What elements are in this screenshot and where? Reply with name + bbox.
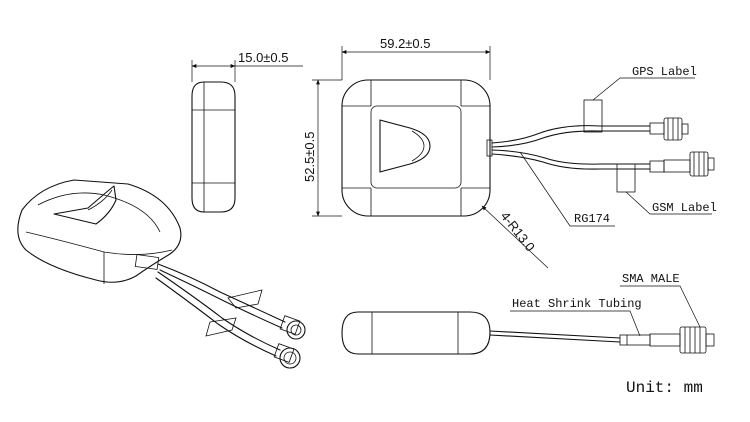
sma-callout: SMA MALE [620, 272, 701, 328]
gps-label-text: GPS Label [632, 65, 697, 79]
thickness-dimension: 15.0±0.5 [191, 50, 303, 82]
unit-note: Unit: mm [626, 379, 703, 397]
side-view [191, 81, 236, 213]
height-dimension: 52.5±0.5 [302, 79, 342, 217]
top-view [341, 79, 493, 217]
gsm-label-text: GSM Label [652, 201, 717, 215]
width-dimension: 59.2±0.5 [341, 36, 491, 80]
thickness-value: 15.0±0.5 [238, 50, 289, 65]
radius-value: 4-R13.0 [498, 209, 538, 255]
sma-text: SMA MALE [622, 272, 680, 286]
isometric-view [17, 179, 306, 369]
radius-callout: 4-R13.0 [481, 205, 549, 269]
cable-callout: RG174 [519, 151, 615, 227]
shield-logo [379, 119, 431, 173]
heat-shrink-text: Heat Shrink Tubing [512, 297, 642, 311]
bottom-side-view [341, 311, 715, 355]
height-value: 52.5±0.5 [302, 131, 317, 182]
gps-label-callout: GPS Label [592, 65, 697, 101]
cable-assembly-top [491, 99, 715, 193]
gsm-label-callout: GSM Label [625, 191, 717, 215]
width-value: 59.2±0.5 [380, 36, 431, 51]
cable-text: RG174 [574, 212, 610, 226]
heat-shrink-callout: Heat Shrink Tubing [510, 297, 642, 337]
